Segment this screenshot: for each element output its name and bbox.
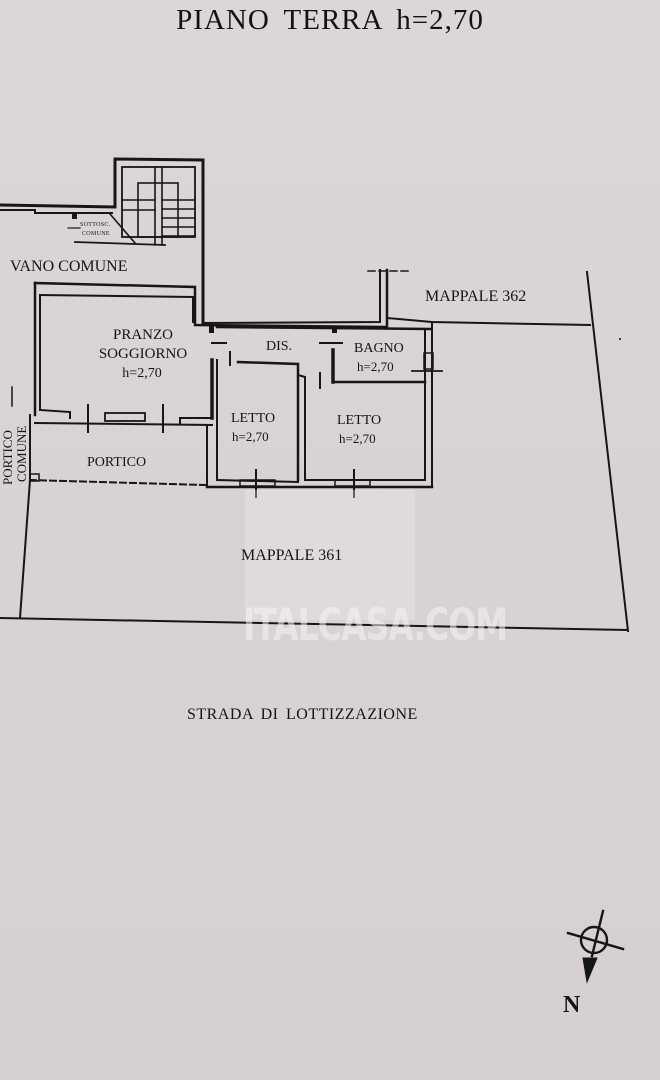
label-portico-comune-2: COMUNE — [14, 425, 29, 482]
label-mappale-362: MAPPALE 362 — [425, 288, 527, 305]
label-letto-1-height: h=2,70 — [232, 429, 269, 444]
north-label: N — [563, 992, 581, 1018]
stairwell — [0, 157, 205, 325]
label-pranzo-height: h=2,70 — [122, 366, 162, 381]
label-vano-comune: VANO COMUNE — [10, 258, 128, 275]
stair-note-line1: SOTTOSC. — [80, 222, 111, 228]
north-arrow-icon — [566, 909, 625, 984]
label-bagno-height: h=2,70 — [357, 359, 394, 374]
label-mappale-361: MAPPALE 361 — [241, 547, 343, 564]
page-title: PIANO TERRA h=2,70 — [176, 4, 484, 36]
parcel-boundaries — [0, 269, 630, 633]
label-letto-2-height: h=2,70 — [339, 431, 376, 446]
label-pranzo: PRANZO — [112, 327, 173, 343]
label-portico-comune-1: PORTICO — [0, 430, 15, 485]
label-strada: STRADA DI LOTTIZZAZIONE — [187, 706, 418, 723]
label-soggiorno: SOGGIORNO — [98, 346, 188, 362]
label-portico: PORTICO — [87, 455, 147, 470]
label-dis: DIS. — [266, 339, 293, 354]
stair-note-line2: COMUNE — [82, 231, 110, 237]
label-bagno: BAGNO — [354, 341, 404, 356]
label-letto-1: LETTO — [231, 411, 276, 426]
label-letto-2: LETTO — [337, 413, 382, 428]
